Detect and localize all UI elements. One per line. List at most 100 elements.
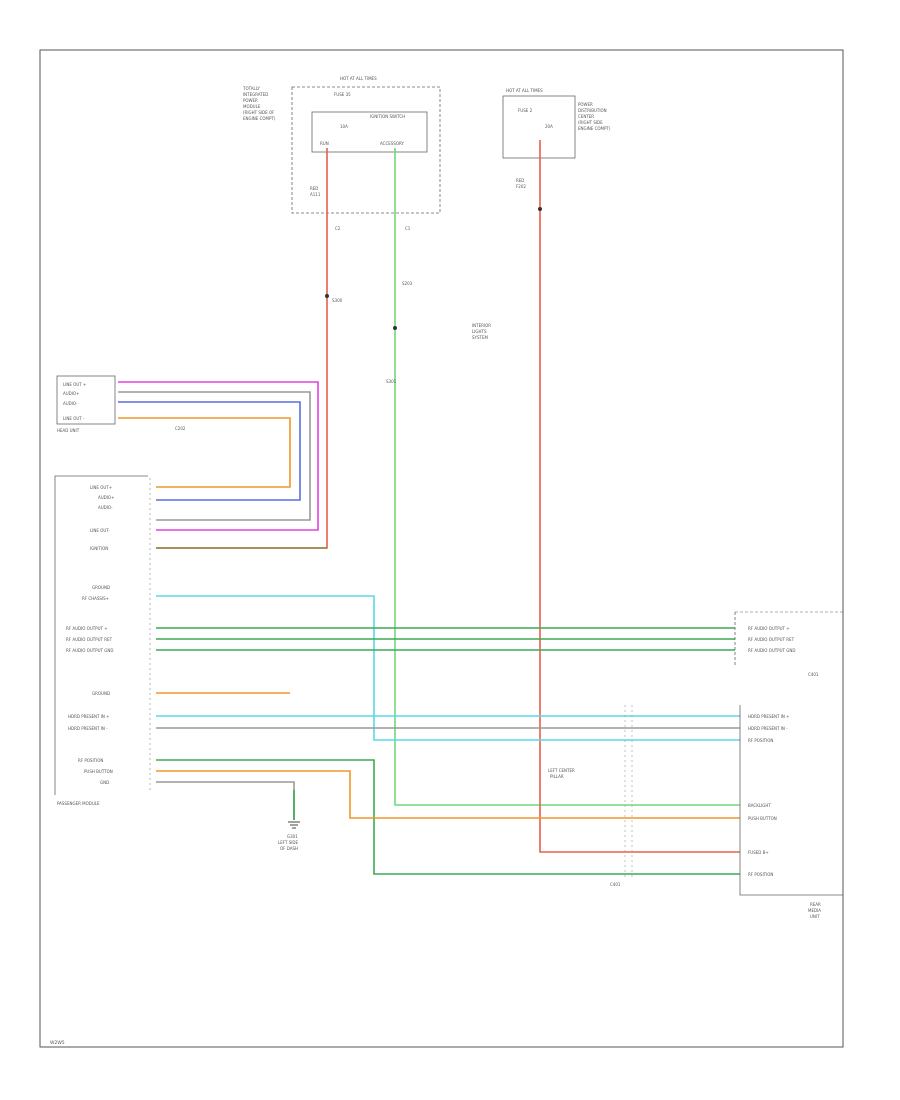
pm-pin: RF POSITION xyxy=(78,758,103,763)
pm-pin: AUDIO+ xyxy=(98,495,114,500)
wire-push-button xyxy=(156,770,740,819)
wire-acc-green xyxy=(394,148,740,806)
svg-text:(RIGHT SIDE: (RIGHT SIDE xyxy=(578,120,603,125)
pm-pin: PUSH BUTTON xyxy=(84,769,113,774)
wire-left-ckt: A111 xyxy=(310,192,321,197)
svg-text:CENTER: CENTER xyxy=(578,114,594,119)
terminal-accessory: ACCESSORY xyxy=(380,141,405,146)
fuse-amp: 10A xyxy=(340,124,348,129)
wire-fused-b-red xyxy=(539,140,740,853)
interior-lights-note: LIGHTS xyxy=(472,329,487,334)
wire-hu-gray xyxy=(118,391,311,521)
rear-pin-mid: HDRD PRESENT IN + xyxy=(748,714,790,719)
head-unit-pin: AUDIO+ xyxy=(63,391,79,396)
pm-pin: HDRD PRESENT IN - xyxy=(68,726,108,731)
splice-dot xyxy=(325,294,329,298)
ground-note: LEFT SIDE xyxy=(278,840,299,845)
rear-pin-top: RF AUDIO OUTPUT + xyxy=(748,626,790,631)
rear-pin-bottom: FUSED B+ xyxy=(748,850,769,855)
splice-label: S203 xyxy=(402,281,413,286)
page-id: W2W5 xyxy=(50,1040,65,1046)
rear-module: RF AUDIO OUTPUT + RF AUDIO OUTPUT RET RF… xyxy=(734,611,843,919)
ignition-switch-box xyxy=(311,111,428,153)
ignition-switch-label: IGNITION SWITCH xyxy=(370,114,405,119)
head-unit: LINE OUT + AUDIO+ AUDIO- LINE OUT - HEAD… xyxy=(56,375,186,433)
wire-gnd xyxy=(156,781,295,820)
ignition-switch-block: HOT AT ALL TIMES TOTALLY INTEGRATED POWE… xyxy=(242,76,441,231)
wires xyxy=(118,140,740,875)
pm-pin: LINE OUT+ xyxy=(90,485,112,490)
head-unit-pin: LINE OUT + xyxy=(63,382,86,387)
interior-lights-note: INTERIOR xyxy=(472,323,491,328)
passenger-module-outline xyxy=(54,475,148,795)
pdc-side-note: POWER DISTRIBUTION CENTER (RIGHT SIDE EN… xyxy=(578,102,611,131)
connector-c1: C1 xyxy=(405,226,411,231)
wire-hu-orange xyxy=(118,417,291,488)
wire-rf-position xyxy=(156,759,740,875)
pdc-box xyxy=(502,95,576,159)
rear-pin-bottom: RF POSITION xyxy=(748,872,773,877)
head-unit-pin: AUDIO- xyxy=(63,401,78,406)
pm-pin: IGNITION xyxy=(90,546,108,551)
rear-pin-top: RF AUDIO OUTPUT RET xyxy=(748,637,795,642)
pm-pin: GROUND xyxy=(92,691,110,696)
wire-rf-cyan xyxy=(156,595,740,741)
pm-pin: RF AUDIO OUTPUT GND xyxy=(66,648,113,653)
ground-label: G301 xyxy=(287,834,298,839)
svg-text:POWER: POWER xyxy=(243,98,258,103)
splice-label: S300 xyxy=(332,298,343,303)
pm-pin: HDRD PRESENT IN + xyxy=(68,714,110,719)
pm-pin: RF AUDIO OUTPUT RET xyxy=(66,637,113,642)
pillar-label: PILLAR xyxy=(550,774,564,779)
head-unit-box xyxy=(56,375,116,425)
pdc-wire-ckt: F202 xyxy=(516,184,526,189)
pm-pin: RF AUDIO OUTPUT + xyxy=(66,626,108,631)
pm-pin: GND xyxy=(100,780,109,785)
ignition-header: HOT AT ALL TIMES xyxy=(340,76,377,81)
splice-label: S301 xyxy=(386,379,397,384)
rear-pin-bottom: PUSH BUTTON xyxy=(748,816,777,821)
splice-dot xyxy=(393,326,397,330)
fuse-label: FUSE 35 xyxy=(334,92,351,97)
svg-text:TOTALLY: TOTALLY xyxy=(242,86,260,91)
rear-module-name: MEDIA xyxy=(808,908,821,913)
ground-g301: G301 LEFT SIDE OF DASH xyxy=(278,821,300,851)
svg-text:DISTRIBUTION: DISTRIBUTION xyxy=(578,108,607,113)
head-unit-pin: LINE OUT - xyxy=(63,416,85,421)
diagram-frame xyxy=(39,49,844,1048)
passenger-module: LINE OUT+ AUDIO+ AUDIO- LINE OUT- IGNITI… xyxy=(54,475,151,806)
pm-pin: RF CHASSIS+ xyxy=(82,596,109,601)
ignition-side-note: TOTALLY INTEGRATED POWER MODULE (RIGHT S… xyxy=(242,86,276,121)
wire-left-color: RED xyxy=(310,186,318,191)
pdc-wire-color: RED xyxy=(516,178,524,183)
pm-pin: LINE OUT- xyxy=(90,528,110,533)
rear-pin-top: RF AUDIO OUTPUT GND xyxy=(748,648,795,653)
head-unit-connector: C202 xyxy=(175,426,186,431)
svg-text:INTEGRATED: INTEGRATED xyxy=(243,92,268,97)
rear-module-main-outline xyxy=(739,705,843,896)
ground-note: OF DASH xyxy=(280,846,298,851)
wire-run-red xyxy=(156,148,328,549)
rear-connector-top: C401 xyxy=(808,672,819,677)
wire-hu-blue xyxy=(118,401,301,501)
pm-pin: AUDIO- xyxy=(98,505,113,510)
rear-pin-mid: HDRD PRESENT IN - xyxy=(748,726,788,731)
terminal-run: RUN xyxy=(320,141,329,146)
rear-module-name: UNIT xyxy=(810,914,820,919)
head-unit-name: HEAD UNIT xyxy=(57,428,80,433)
rear-module-name: REAR xyxy=(810,902,821,907)
svg-text:ENGINE COMPT): ENGINE COMPT) xyxy=(578,126,611,131)
splices: S300 S203 S301 INTERIOR LIGHTS SYSTEM xyxy=(325,207,542,384)
ignition-switch-outline xyxy=(291,86,441,214)
svg-text:MODULE: MODULE xyxy=(243,104,261,109)
svg-text:(RIGHT SIDE OF: (RIGHT SIDE OF xyxy=(243,110,275,115)
passenger-module-name: PASSENGER MODULE xyxy=(57,801,100,806)
splice-dot xyxy=(538,207,542,211)
rear-pin-bottom: BACKLIGHT xyxy=(748,803,771,808)
svg-text:POWER: POWER xyxy=(578,102,593,107)
pdc-fuse-label: FUSE 2 xyxy=(518,108,533,113)
wire-hu-magenta xyxy=(118,381,319,531)
pillar-label: LEFT CENTER xyxy=(548,768,575,773)
svg-text:ENGINE COMPT): ENGINE COMPT) xyxy=(243,116,276,121)
